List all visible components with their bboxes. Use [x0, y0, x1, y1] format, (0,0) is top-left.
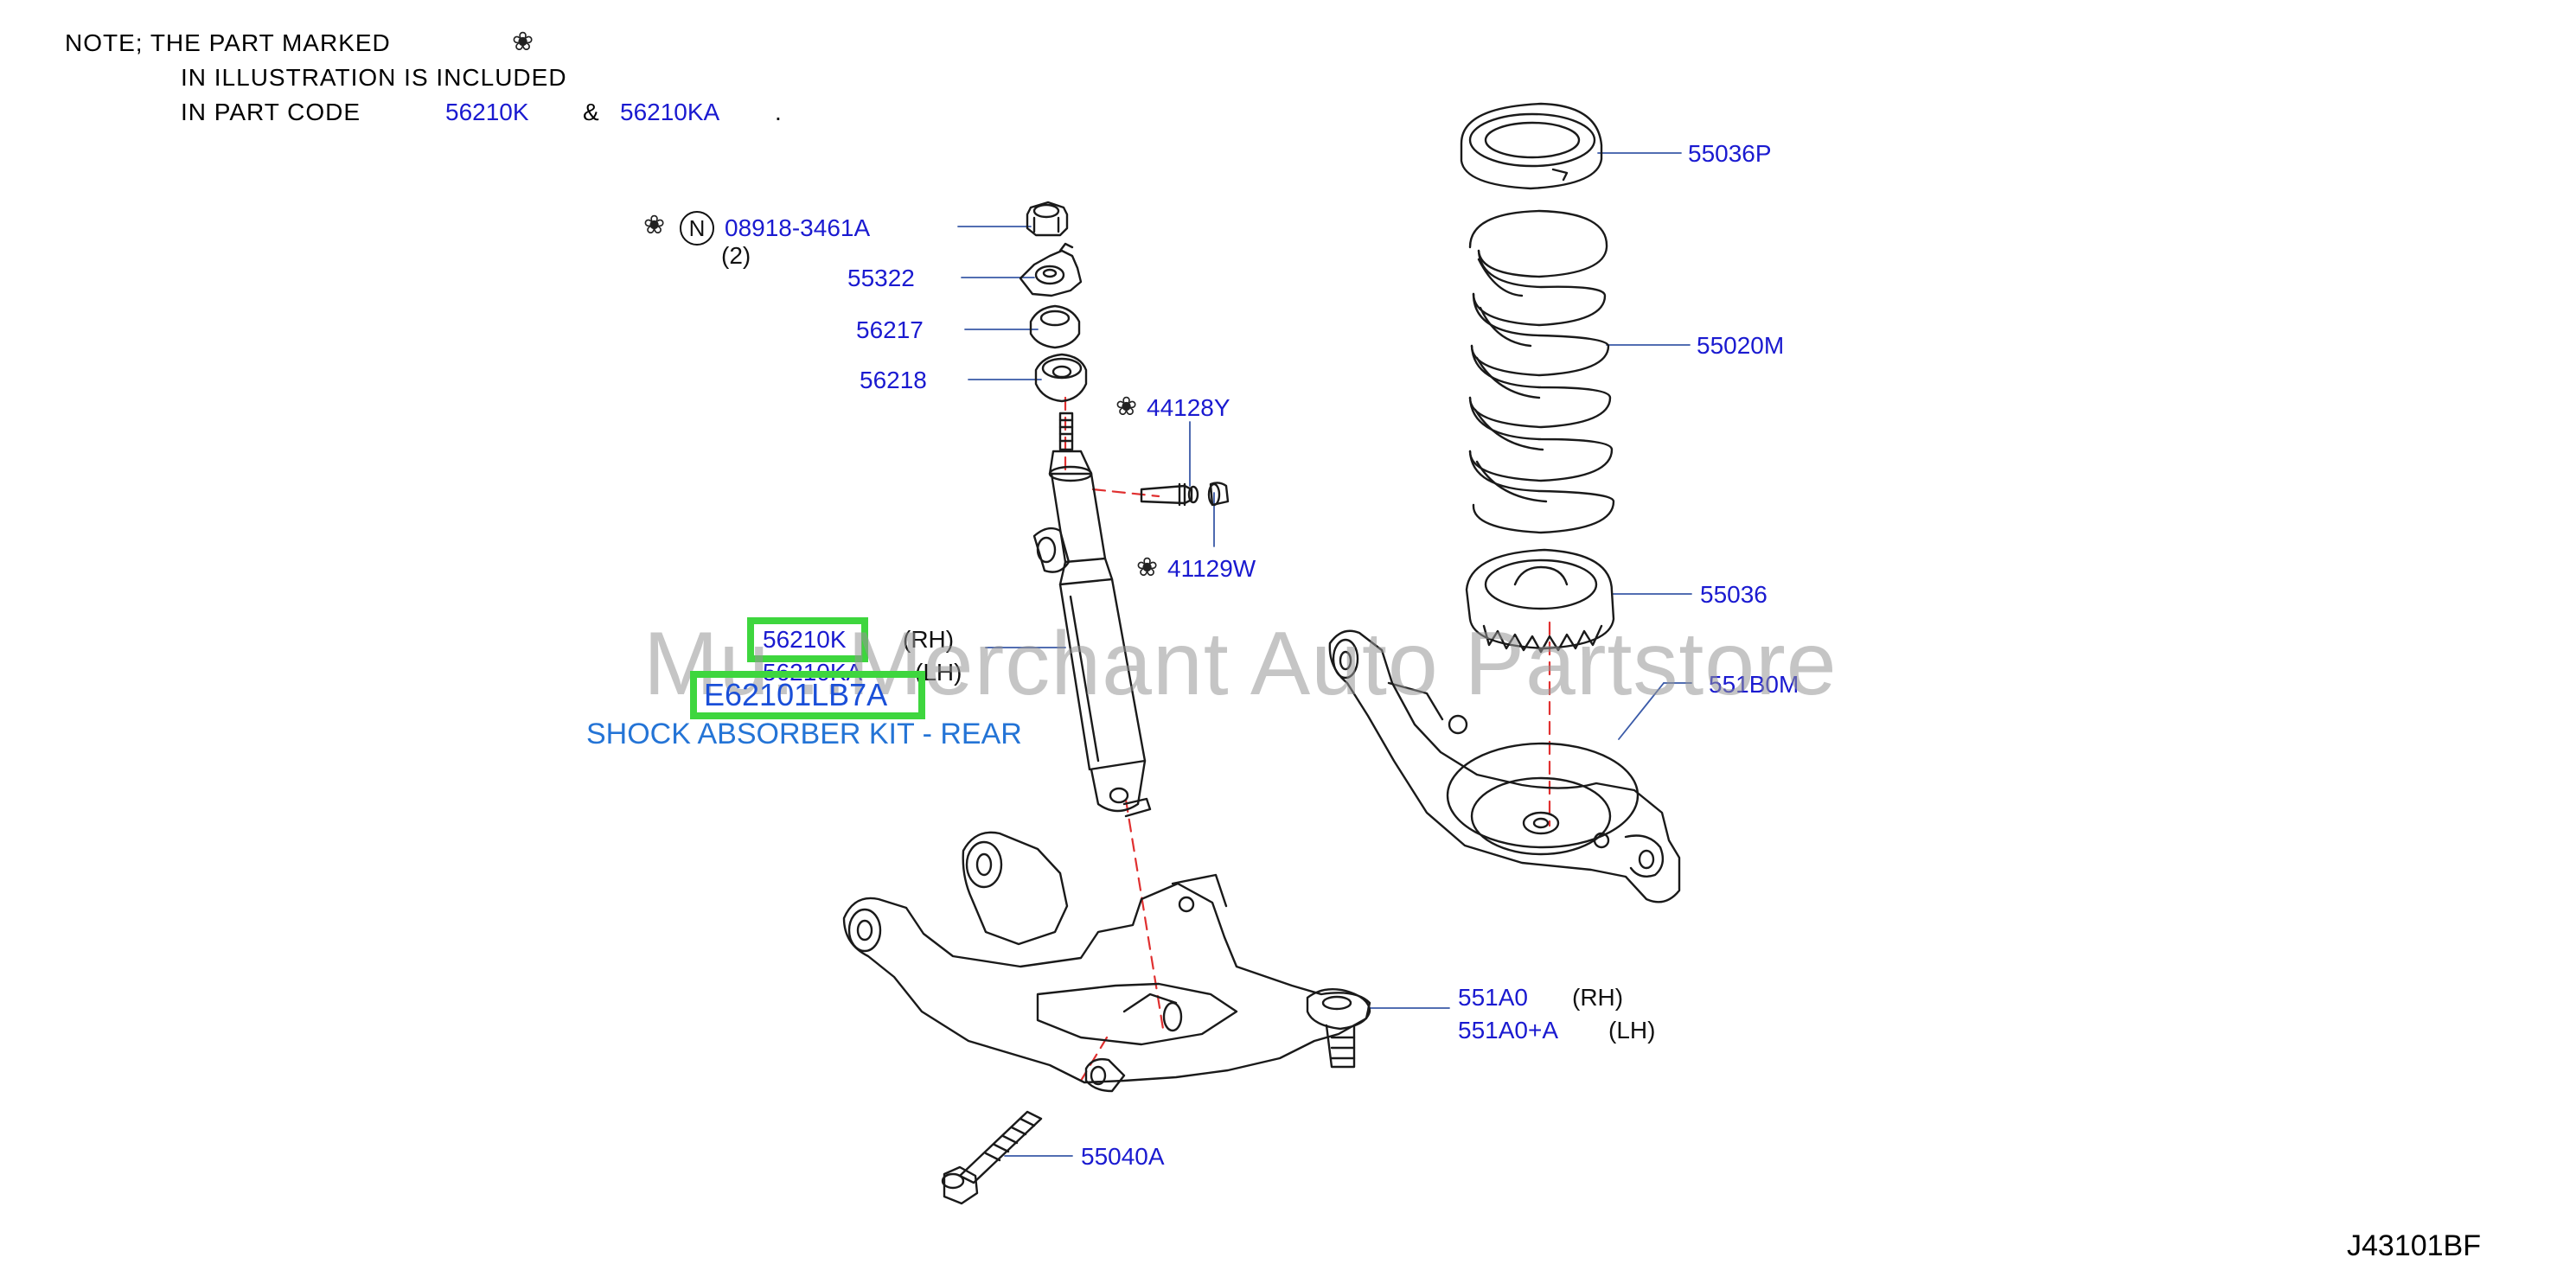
spring-arm-551b0m	[1328, 629, 1681, 903]
store-watermark: Mu...Merchant Auto Partstore	[643, 614, 1838, 714]
shock-absorber	[1032, 412, 1152, 818]
highlight-box-56210k	[747, 617, 868, 662]
part-label-44128y[interactable]: 44128Y	[1147, 394, 1230, 421]
kit-title[interactable]: SHOCK ABSORBER KIT - REAR	[586, 718, 1022, 750]
shock-centerline	[1064, 396, 1551, 1082]
new-part-circle-icon: N	[680, 211, 714, 246]
part-label-55036[interactable]: 55036	[1700, 581, 1767, 608]
note-line-1: NOTE; THE PART MARKED	[65, 29, 391, 56]
asterisk-snowflake-icon: ❀	[1136, 553, 1159, 582]
bushing-56218	[1034, 353, 1088, 403]
kit-part-number[interactable]: E62101LB7A	[704, 677, 888, 712]
part-label-55040a[interactable]: 55040A	[1081, 1143, 1165, 1170]
part-label-08918-3461a[interactable]: 08918-3461A	[725, 214, 871, 241]
part-label-56210k[interactable]: 56210K	[763, 626, 847, 653]
coil-spring-55020m	[1468, 209, 1615, 534]
lower-seat-55036	[1465, 548, 1615, 654]
part-label-55020m[interactable]: 55020M	[1697, 332, 1785, 359]
note-part-code-b[interactable]: 56210KA	[620, 99, 720, 125]
note-ampersand: &	[583, 99, 600, 125]
asterisk-snowflake-icon: ❀	[512, 28, 534, 56]
part-label-55322[interactable]: 55322	[847, 265, 915, 291]
nut-08918	[1026, 201, 1069, 237]
note-part-code-a[interactable]: 56210K	[445, 99, 529, 125]
note-period: .	[775, 99, 783, 125]
asterisk-snowflake-icon: ❀	[1115, 393, 1138, 421]
cap-41129w	[1207, 482, 1230, 507]
side-label-551a0a-lh: (LH)	[1608, 1017, 1656, 1044]
note-line-2: IN ILLUSTRATION IS INCLUDED	[181, 64, 567, 91]
side-label-551a0-rh: (RH)	[1572, 984, 1624, 1011]
part-label-41129w[interactable]: 41129W	[1167, 555, 1256, 582]
bracket-55322	[1019, 242, 1083, 297]
note-line-3: IN PART CODE	[181, 99, 361, 125]
part-label-56218[interactable]: 56218	[860, 367, 927, 393]
part-label-56217[interactable]: 56217	[856, 316, 924, 343]
asterisk-snowflake-icon: ❀	[643, 211, 666, 239]
part-qty-08918: (2)	[721, 242, 751, 269]
leader-lines	[957, 152, 1692, 1157]
part-label-551a0-a[interactable]: 551A0+A	[1458, 1017, 1558, 1044]
lower-control-arm-551a0	[842, 831, 1371, 1093]
bolt-55040a	[941, 1110, 1043, 1205]
part-label-55036p[interactable]: 55036P	[1688, 140, 1772, 167]
highlight-box-kit	[690, 671, 925, 719]
part-label-551a0[interactable]: 551A0	[1458, 984, 1528, 1011]
part-label-551b0m[interactable]: 551B0M	[1709, 671, 1799, 698]
upper-seat-55036p	[1460, 102, 1603, 190]
diagram-code: J43101BF	[2347, 1229, 2481, 1262]
washer-56217	[1029, 304, 1081, 349]
pin-44128y	[1140, 482, 1199, 507]
side-label-rh: (RH)	[903, 626, 955, 653]
